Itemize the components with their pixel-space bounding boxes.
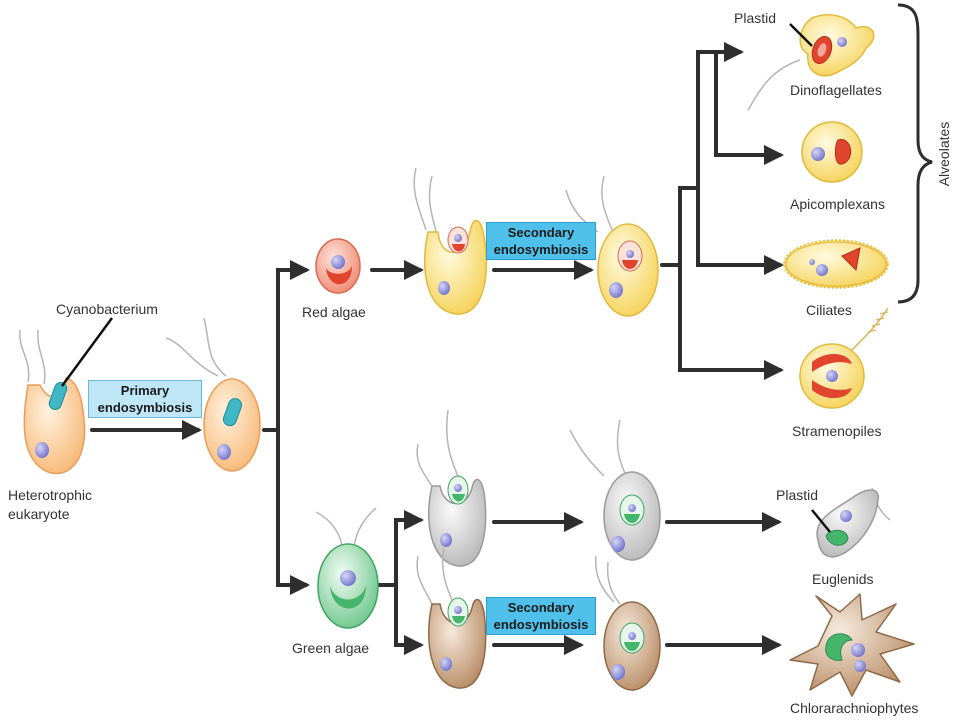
arrow-fork-top [660, 42, 744, 267]
heterotroph-cell [19, 329, 86, 475]
alveolates-label: Alveolates [936, 121, 952, 187]
euglenid-cell [816, 487, 891, 558]
arrow-to-ciliates [696, 186, 784, 275]
apicomplexans-label: Apicomplexans [790, 196, 885, 212]
chlorarachniophyte-cell [789, 593, 915, 697]
primary-endosymbiosis-box: Primary endosymbiosis [88, 380, 202, 418]
red-alga-cell [315, 238, 361, 294]
arrow-fork-green [276, 428, 310, 595]
arrow-fork-green-two [376, 510, 424, 587]
heterotrophic-eukaryote-label: Heterotrophic eukaryote [8, 487, 93, 522]
plastid-pointer-top [789, 23, 813, 47]
arrow-fork-green-bottom [394, 583, 424, 655]
arrows [90, 42, 784, 655]
arrow-fork-main [262, 260, 310, 432]
stramenopiles-label: Stramenopiles [792, 423, 882, 439]
brown-host-cell-1 [416, 547, 487, 689]
red-algae-label: Red algae [302, 304, 366, 320]
cyanobacterium-label: Cyanobacterium [56, 301, 158, 317]
brown-host-cell-2 [595, 555, 661, 691]
alveolates-brace [897, 3, 933, 304]
euglenids-label: Euglenids [812, 571, 874, 587]
stramenopile-cell [799, 307, 889, 409]
dinoflagellate-cell [747, 14, 875, 111]
apicomplexan-cell [801, 121, 863, 183]
gray-host-cell-2 [569, 419, 661, 561]
plastid-label-top: Plastid [734, 10, 777, 26]
arrow-to-stramenopiles [678, 263, 784, 380]
green-alga-cell [315, 507, 379, 629]
primary-host-cell [165, 317, 261, 472]
plastid-label-bottom: Plastid [776, 487, 819, 503]
ciliate-cell [783, 239, 889, 289]
plastid-pointer-bottom [811, 509, 831, 533]
secondary-endosymbiosis-box-top: Secondary endosymbiosis [486, 222, 596, 260]
yellow-host-cell-1 [413, 167, 488, 315]
chlorarachniophytes-label: Chlorarachniophytes [790, 700, 919, 716]
ciliates-label: Ciliates [806, 302, 852, 318]
green-algae-label: Green algae [292, 640, 370, 656]
yellow-host-cell-2 [565, 175, 659, 317]
dinoflagellates-label: Dinoflagellates [790, 82, 882, 98]
cyanobacterium-pointer [60, 317, 114, 387]
gray-host-cell-1 [416, 409, 487, 567]
secondary-endosymbiosis-box-bottom: Secondary endosymbiosis [486, 597, 596, 635]
arrow-to-apicomplexans [714, 50, 784, 165]
